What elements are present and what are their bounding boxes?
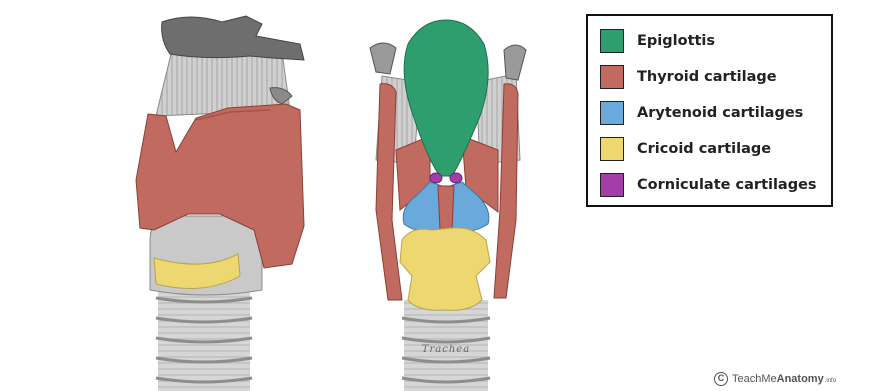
legend-label: Cricoid cartilage	[637, 141, 771, 157]
legend-item-arytenoid: Arytenoid cartilages	[600, 95, 831, 131]
cricoid-cartilage-posterior	[400, 228, 490, 311]
brand-suffix: .info	[825, 378, 836, 384]
corniculate-swatch	[600, 173, 624, 197]
posterior-view: Trachea	[370, 20, 526, 391]
anterior-view	[136, 16, 304, 391]
legend-item-cricoid: Cricoid cartilage	[600, 131, 831, 167]
brand-strong: Anatomy	[777, 373, 824, 385]
brand-prefix: TeachMe	[732, 373, 777, 385]
trachea-label: Trachea	[422, 344, 470, 355]
legend-label: Epiglottis	[637, 33, 715, 49]
corniculate-cartilage-left	[430, 173, 442, 183]
hyoid-bone-anterior	[162, 16, 304, 60]
legend-item-thyroid: Thyroid cartilage	[600, 59, 831, 95]
teachmeanatomy-credit[interactable]: C TeachMe Anatomy .info	[714, 372, 836, 386]
cricoid-swatch	[600, 137, 624, 161]
legend-label: Arytenoid cartilages	[637, 105, 803, 121]
copyright-icon: C	[714, 372, 728, 386]
epiglottis-swatch	[600, 29, 624, 53]
trachea-anterior	[156, 282, 252, 391]
legend-label: Corniculate cartilages	[637, 177, 817, 193]
legend-label: Thyroid cartilage	[637, 69, 777, 85]
legend-item-epiglottis: Epiglottis	[600, 23, 831, 59]
legend-item-corniculate: Corniculate cartilages	[600, 167, 831, 203]
arytenoid-swatch	[600, 101, 624, 125]
corniculate-cartilage-right	[450, 173, 462, 183]
legend: Epiglottis Thyroid cartilage Arytenoid c…	[586, 14, 833, 207]
thyroid-swatch	[600, 65, 624, 89]
